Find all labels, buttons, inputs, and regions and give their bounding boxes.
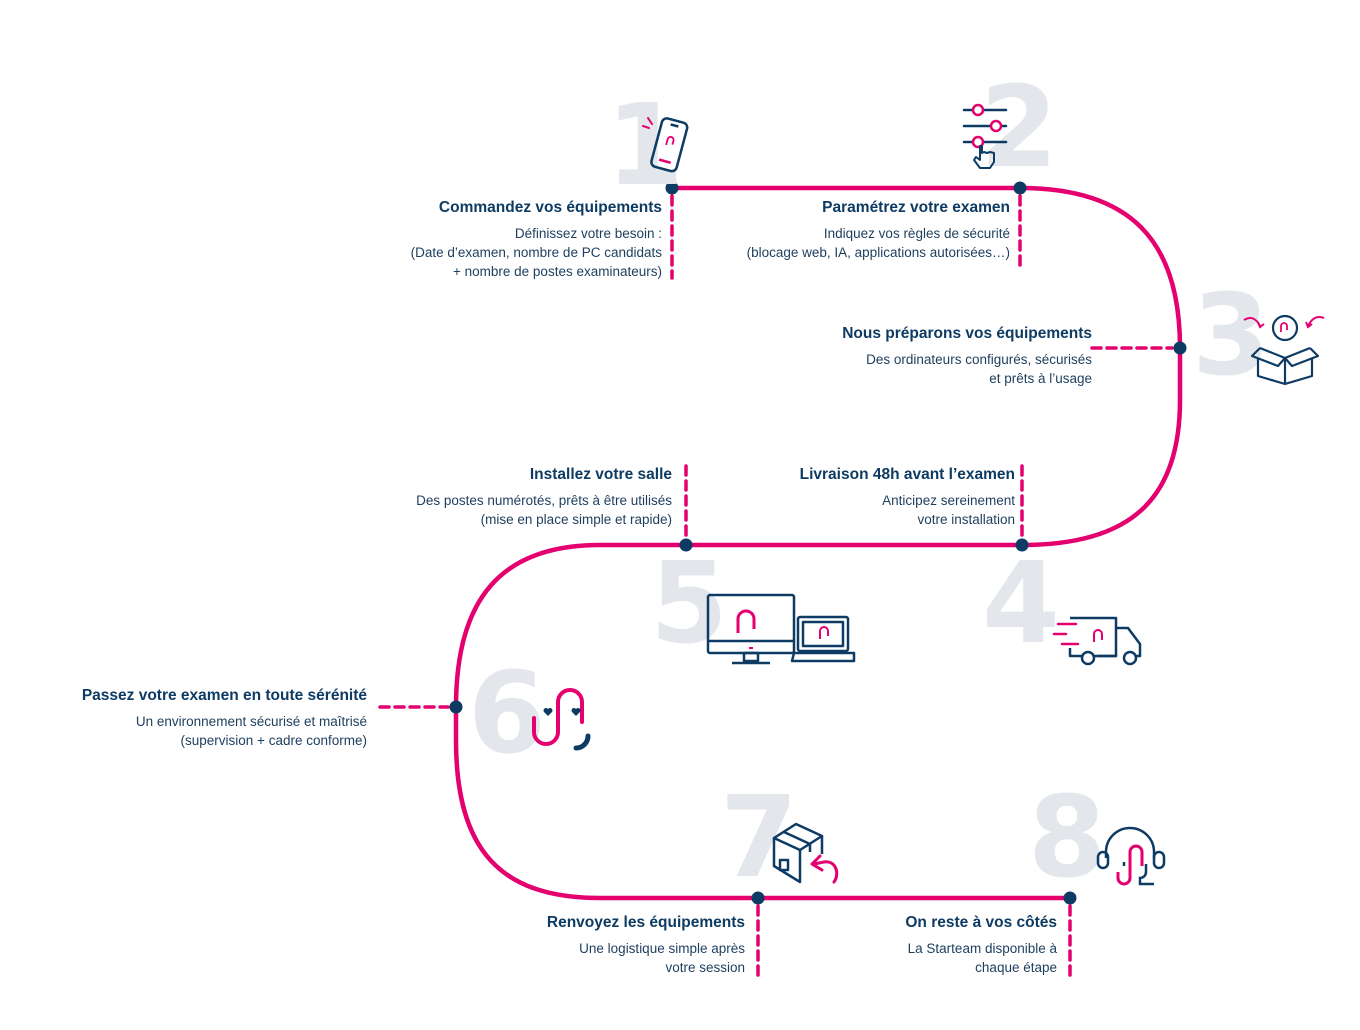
step-number-7: 7 — [720, 773, 798, 903]
step-description: Des postes numérotés, prêts à être utili… — [416, 491, 672, 529]
step-number-1: 1 — [606, 81, 684, 211]
desc-line: Une logistique simple après — [579, 941, 745, 956]
smile-hearts-icon — [532, 688, 591, 751]
step-dot-7 — [751, 891, 765, 905]
step-dot-5 — [679, 538, 693, 552]
step-dot-3 — [1173, 341, 1187, 355]
step-title: Paramétrez votre examen — [822, 199, 1010, 216]
step-title: Renvoyez les équipements — [546, 914, 745, 931]
step-4: Livraison 48h avant l’examen Anticipez s… — [800, 465, 1015, 529]
step-7: Renvoyez les équipements Une logistique … — [547, 913, 745, 977]
desc-line: Un environnement sécurisé et maîtrisé — [135, 714, 367, 729]
step-dot-6 — [449, 700, 463, 714]
settings-sliders-hand-icon — [962, 103, 1008, 169]
step-5: Installez votre salle Des postes numérot… — [416, 465, 672, 529]
step-description: Des ordinateurs configurés, sécurisés et… — [842, 350, 1092, 388]
step-title: Passez votre examen en toute sérénité — [81, 687, 367, 704]
smartphone-icon — [642, 117, 689, 173]
delivery-truck-icon — [1052, 616, 1142, 666]
step-6: Passez votre examen en toute sérénité Un… — [82, 686, 367, 750]
step-8: On reste à vos côtés La Starteam disponi… — [905, 913, 1057, 977]
step-dot-8 — [1063, 891, 1077, 905]
desc-line: Anticipez sereinement — [882, 493, 1015, 508]
step-1: Commandez vos équipements Définissez vot… — [411, 198, 662, 281]
step-description: Un environnement sécurisé et maîtrisé (s… — [82, 712, 367, 750]
step-description: Une logistique simple après votre sessio… — [547, 939, 745, 977]
step-description: Indiquez vos règles de sécurité (blocage… — [747, 224, 1010, 262]
headset-icon — [1096, 826, 1166, 886]
step-dot-4 — [1015, 538, 1029, 552]
desc-line: (blocage web, IA, applications autorisée… — [746, 245, 1010, 260]
step-title: Livraison 48h avant l’examen — [799, 466, 1015, 483]
step-number-4: 4 — [982, 539, 1060, 669]
step-title: On reste à vos côtés — [905, 914, 1057, 931]
step-dot-1 — [665, 181, 679, 195]
step-number-6: 6 — [468, 649, 546, 779]
desc-line: Indiquez vos règles de sécurité — [823, 226, 1010, 241]
desc-line: Des postes numérotés, prêts à être utili… — [416, 493, 672, 508]
desc-line: chaque étape — [975, 960, 1057, 975]
step-description: La Starteam disponible à chaque étape — [905, 939, 1057, 977]
desc-line: (supervision + cadre conforme) — [180, 733, 367, 748]
step-description: Anticipez sereinement votre installation — [800, 491, 1015, 529]
step-title: Commandez vos équipements — [438, 199, 662, 216]
step-3: Nous préparons vos équipements Des ordin… — [842, 324, 1092, 388]
desc-line: La Starteam disponible à — [907, 941, 1057, 956]
step-title: Nous préparons vos équipements — [842, 325, 1092, 342]
step-2: Paramétrez votre examen Indiquez vos règ… — [747, 198, 1010, 262]
desc-line: (Date d’examen, nombre de PC candidats — [410, 245, 662, 260]
open-box-icon — [1243, 314, 1325, 386]
desc-line: Des ordinateurs configurés, sécurisés — [866, 352, 1092, 367]
desc-line: + nombre de postes examinateurs) — [453, 264, 662, 279]
desc-line: Définissez votre besoin : — [514, 226, 662, 241]
step-description: Définissez votre besoin : (Date d’examen… — [411, 224, 662, 281]
desc-line: (mise en place simple et rapide) — [480, 512, 672, 527]
step-dot-2 — [1013, 181, 1027, 195]
desc-line: et prêts à l’usage — [989, 371, 1092, 386]
step-title: Installez votre salle — [529, 466, 672, 483]
monitor-laptop-icon — [706, 593, 856, 665]
return-box-icon — [772, 822, 839, 884]
desc-line: votre session — [665, 960, 745, 975]
desc-line: votre installation — [917, 512, 1015, 527]
step-number-8: 8 — [1028, 773, 1106, 903]
